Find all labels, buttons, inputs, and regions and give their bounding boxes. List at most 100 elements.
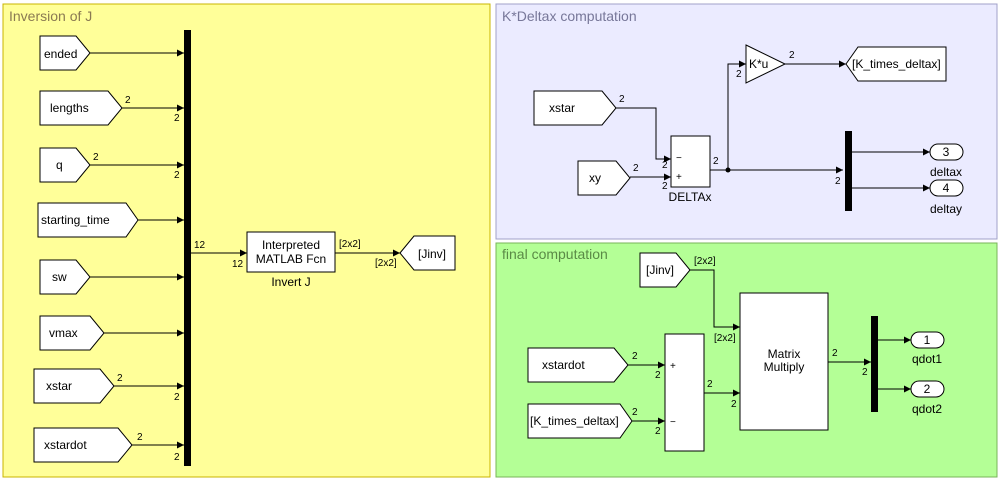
svg-text:sw: sw (52, 270, 67, 284)
svg-text:K*u: K*u (749, 57, 768, 71)
dim-label-2x2-in: [2x2] (375, 258, 397, 269)
svg-text:[2x2]: [2x2] (714, 333, 736, 344)
mux-dimension-labels: 2 2 2 2 2 2 2 2 (93, 95, 180, 463)
svg-text:[Jinv]: [Jinv] (418, 247, 446, 261)
svg-text:4: 4 (943, 181, 950, 195)
from-block-xstardot-final[interactable]: xstardot (527, 347, 629, 383)
from-block-vmax[interactable]: vmax (39, 315, 105, 351)
svg-text:deltay: deltay (930, 202, 962, 216)
outport-deltax[interactable]: 3 deltax (929, 143, 964, 179)
goto-block-k-times-deltax[interactable]: [K_times_deltax] (845, 46, 947, 82)
svg-text:2: 2 (789, 50, 795, 61)
svg-text:3: 3 (943, 145, 950, 159)
svg-text:2: 2 (125, 95, 131, 106)
svg-text:2: 2 (707, 379, 713, 390)
from-block-jinv[interactable]: [Jinv] (639, 252, 691, 288)
svg-text:q: q (56, 158, 63, 172)
signal-branch-to-gain (727, 60, 746, 170)
deltax-sum-label: DELTAx (669, 190, 712, 204)
sum-block-final[interactable]: + − (664, 333, 705, 452)
svg-text:[K_times_deltax]: [K_times_deltax] (530, 414, 619, 428)
svg-text:deltax: deltax (930, 165, 962, 179)
svg-text:qdot1: qdot1 (912, 352, 942, 366)
signals-to-mux (90, 49, 184, 449)
from-block-lengths[interactable]: lengths (39, 90, 123, 126)
svg-text:2: 2 (924, 382, 931, 396)
svg-text:+: + (676, 172, 682, 183)
svg-text:2: 2 (117, 373, 123, 384)
goto-block-jinv[interactable]: [Jinv] (399, 235, 456, 271)
svg-text:2: 2 (862, 367, 868, 378)
svg-text:2: 2 (174, 170, 180, 181)
signal-xstar-to-sum (616, 107, 671, 163)
sum-block-deltax[interactable]: − + DELTAx (669, 135, 712, 204)
svg-text:2: 2 (174, 113, 180, 124)
svg-text:2: 2 (731, 399, 737, 410)
svg-text:xstardot: xstardot (44, 438, 87, 452)
svg-text:[2x2]: [2x2] (694, 256, 716, 267)
svg-text:qdot2: qdot2 (912, 402, 942, 416)
svg-text:2: 2 (713, 156, 719, 167)
from-block-sw[interactable]: sw (39, 259, 91, 295)
svg-text:[Jinv]: [Jinv] (646, 263, 674, 277)
svg-text:2: 2 (632, 351, 638, 362)
svg-text:2: 2 (93, 152, 99, 163)
from-block-k-times-deltax[interactable]: [K_times_deltax] (527, 403, 633, 439)
svg-text:2: 2 (633, 163, 639, 174)
demux-block-qdot[interactable] (871, 316, 878, 412)
svg-text:vmax: vmax (49, 326, 78, 340)
svg-text:lengths: lengths (50, 101, 89, 115)
outport-qdot1[interactable]: 1 qdot1 (910, 331, 945, 366)
svg-text:xy: xy (589, 171, 601, 185)
svg-text:Interpreted: Interpreted (262, 238, 320, 252)
svg-text:xstar: xstar (549, 101, 575, 115)
svg-text:starting_time: starting_time (41, 213, 110, 227)
svg-text:−: − (670, 417, 676, 428)
svg-text:2: 2 (174, 452, 180, 463)
gain-block-k[interactable]: K*u (745, 44, 787, 84)
invert-j-label: Invert J (271, 275, 310, 289)
svg-text:ended: ended (44, 47, 77, 61)
svg-text:2: 2 (174, 392, 180, 403)
svg-text:xstar: xstar (46, 379, 72, 393)
area-kdeltax-title: K*Deltax computation (502, 8, 637, 24)
svg-text:2: 2 (137, 432, 143, 443)
from-block-ended[interactable]: ended (39, 35, 91, 71)
svg-text:2: 2 (662, 160, 668, 171)
svg-text:2: 2 (736, 69, 742, 80)
demux-block-deltax[interactable] (845, 131, 852, 211)
area-inversion-title: Inversion of J (9, 8, 92, 24)
area-final-title: final computation (502, 246, 608, 262)
from-block-xstardot[interactable]: xstardot (33, 427, 133, 463)
outport-deltay[interactable]: 4 deltay (929, 179, 964, 216)
dim-label-12-in: 12 (232, 259, 244, 270)
svg-text:2: 2 (655, 370, 661, 381)
interpreted-matlab-fcn-block[interactable]: Interpreted MATLAB Fcn Invert J (246, 231, 336, 289)
svg-text:Multiply: Multiply (764, 360, 805, 374)
dim-label-12-out: 12 (194, 240, 206, 251)
svg-text:−: − (676, 153, 682, 164)
from-block-starting-time[interactable]: starting_time (37, 202, 139, 238)
outport-qdot2[interactable]: 2 qdot2 (910, 380, 945, 416)
from-block-xstar[interactable]: xstar (33, 368, 115, 404)
svg-text:2: 2 (655, 426, 661, 437)
mux-block-inversion[interactable] (184, 30, 191, 466)
signal-jinv-to-matmul (690, 269, 740, 331)
svg-text:2: 2 (632, 407, 638, 418)
svg-text:[K_times_deltax]: [K_times_deltax] (852, 57, 941, 71)
svg-text:MATLAB Fcn: MATLAB Fcn (256, 252, 326, 266)
svg-text:Matrix: Matrix (768, 347, 801, 361)
from-block-q[interactable]: q (39, 147, 91, 183)
svg-text:+: + (670, 361, 676, 372)
svg-text:1: 1 (924, 333, 931, 347)
svg-text:2: 2 (619, 94, 625, 105)
svg-text:2: 2 (662, 181, 668, 192)
dim-label-2x2-out: [2x2] (339, 239, 361, 250)
svg-text:xstardot: xstardot (542, 358, 585, 372)
matrix-multiply-block[interactable]: Matrix Multiply (739, 292, 829, 431)
from-block-xstar-k[interactable]: xstar (533, 90, 617, 126)
from-block-xy[interactable]: xy (577, 160, 631, 196)
svg-text:2: 2 (835, 176, 841, 187)
